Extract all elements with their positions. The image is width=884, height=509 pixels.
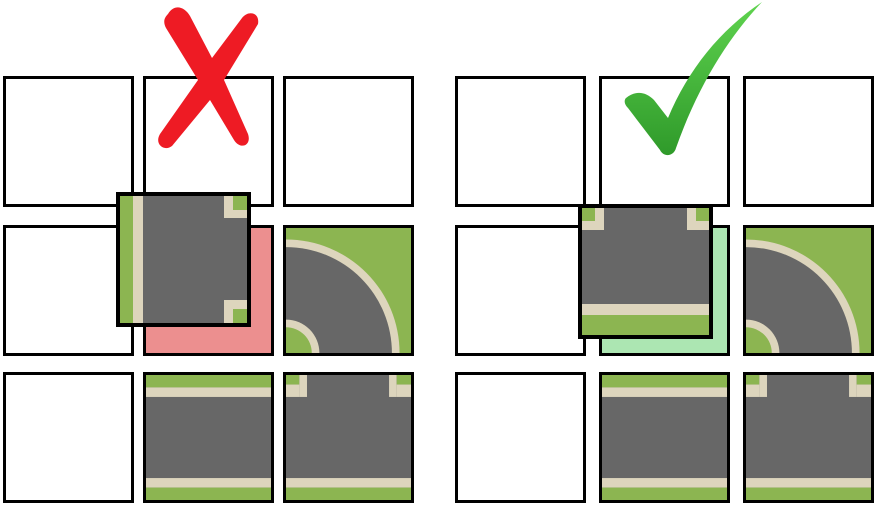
empty-slot[interactable]	[455, 372, 586, 503]
dragged-road-tile-wrong[interactable]	[116, 192, 251, 327]
curve-road-graphic	[286, 228, 411, 353]
dragged-road-tile-correct[interactable]	[578, 204, 713, 339]
empty-slot[interactable]	[455, 76, 586, 207]
empty-slot[interactable]	[743, 76, 874, 207]
curve-road-graphic	[746, 228, 871, 353]
road-tile-t-junction[interactable]	[743, 372, 874, 503]
empty-slot[interactable]	[3, 225, 134, 356]
red-x-icon	[158, 7, 259, 149]
straight-road-graphic	[146, 375, 271, 500]
green-check-icon	[624, 2, 762, 156]
empty-slot[interactable]	[3, 372, 134, 503]
road-tile-curve[interactable]	[743, 225, 874, 356]
empty-slot[interactable]	[3, 76, 134, 207]
t-junction-graphic	[582, 208, 709, 335]
road-tile-t-junction[interactable]	[283, 372, 414, 503]
road-tile-straight[interactable]	[143, 372, 274, 503]
empty-slot[interactable]	[455, 225, 586, 356]
t-junction-road-graphic	[286, 375, 411, 500]
straight-road-graphic	[602, 375, 727, 500]
empty-slot[interactable]	[283, 76, 414, 207]
t-junction-road-graphic	[746, 375, 871, 500]
road-tile-curve[interactable]	[283, 225, 414, 356]
road-tile-straight[interactable]	[599, 372, 730, 503]
t-junction-rotated-graphic	[120, 196, 247, 323]
